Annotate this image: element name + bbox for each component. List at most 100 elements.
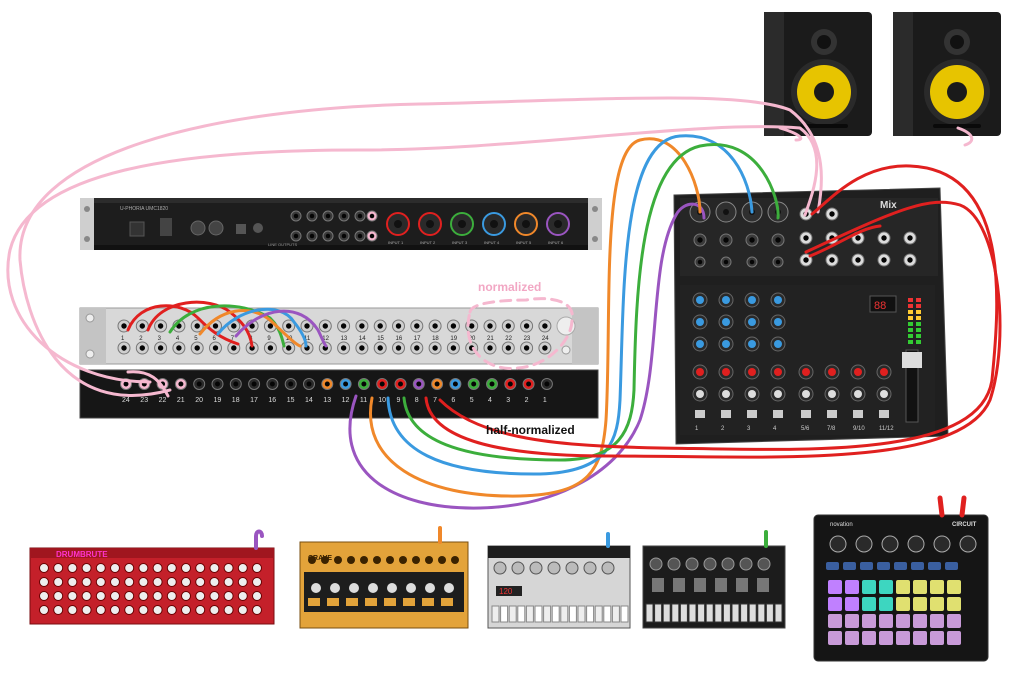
knob-cap: [696, 390, 704, 398]
knob-icon: [685, 557, 699, 571]
key: [603, 605, 612, 623]
key: [586, 605, 595, 623]
knob-cap: [774, 296, 782, 304]
knob-icon: [95, 563, 106, 573]
slider: [736, 578, 748, 592]
jack-hole: [249, 323, 255, 329]
jack-hole: [471, 381, 477, 387]
knob-cap: [880, 390, 888, 398]
jack-hole: [697, 237, 703, 243]
jack-hole: [293, 233, 299, 239]
knob-icon: [67, 577, 78, 587]
function-button: [911, 562, 924, 570]
jack-hole: [803, 257, 809, 263]
key: [679, 603, 688, 623]
knob-cap: [748, 318, 756, 326]
interface-input-label: INPUT 2: [420, 240, 436, 245]
patchbay-bottom-number: 10: [378, 397, 386, 404]
knob-icon: [349, 583, 359, 593]
jack-hole: [340, 323, 347, 329]
mixer-level-meter: [908, 298, 921, 344]
knob-cap: [854, 390, 862, 398]
key: [517, 605, 526, 623]
pad: [896, 631, 910, 645]
orange-cable: [198, 309, 302, 348]
slider: [673, 578, 685, 592]
knob-icon: [67, 563, 78, 573]
xlr-center: [522, 220, 530, 228]
patchbay-bottom-number: 23: [140, 397, 148, 404]
knob-icon: [855, 535, 873, 553]
patchbay-bottom-number: 19: [214, 397, 222, 404]
knob-icon: [81, 577, 92, 587]
jack-hole: [139, 345, 145, 351]
patchbay-bottom-number: 9: [397, 397, 401, 404]
jack-hole: [487, 323, 493, 329]
knob-icon: [81, 563, 92, 573]
patchbay-bottom-number: 18: [232, 397, 240, 404]
knob-icon: [438, 556, 446, 564]
knob-icon: [529, 561, 543, 575]
knob-cap: [748, 368, 756, 376]
pink-cable: [6, 125, 819, 384]
jack-hole: [286, 323, 292, 329]
green-cable: [402, 143, 780, 462]
knob-icon: [933, 535, 951, 553]
knob-icon: [195, 605, 206, 615]
patchbay-top-number: 11: [304, 336, 311, 342]
knob-cap: [722, 340, 730, 348]
pad: [828, 614, 842, 628]
volca-controls: [645, 557, 783, 623]
knob-icon: [425, 556, 433, 564]
jack-hole: [414, 345, 420, 351]
jack-hole: [505, 345, 511, 351]
key: [748, 603, 757, 623]
knob-cap: [696, 340, 704, 348]
pad: [879, 631, 893, 645]
key: [774, 603, 783, 623]
knob-cap: [696, 296, 704, 304]
knob-icon: [493, 561, 507, 575]
knob-icon: [330, 583, 340, 593]
key: [731, 603, 740, 623]
xlr-center: [490, 220, 498, 228]
knob-cap: [748, 390, 756, 398]
knob-icon: [451, 556, 459, 564]
patchbay-bottom-number: 20: [195, 397, 203, 404]
pad: [930, 631, 944, 645]
pad: [913, 631, 927, 645]
jack-hole: [286, 345, 292, 351]
jack-hole: [432, 323, 438, 329]
circuit-brand: novation: [830, 522, 853, 528]
knob-icon: [124, 577, 135, 587]
pad: [947, 614, 961, 628]
mixer-channel-label: 5/6: [801, 426, 810, 432]
led: [916, 316, 921, 320]
knob-icon: [601, 561, 615, 575]
jack-hole: [369, 233, 375, 239]
knob-icon: [181, 577, 191, 587]
pink-cable: [778, 126, 803, 142]
knob-icon: [138, 605, 149, 615]
step-button: [365, 598, 377, 606]
mixer-master-fader[interactable]: [902, 352, 922, 368]
pad: [913, 580, 927, 594]
jack-hole: [178, 381, 184, 387]
drumbrute-name: DRUMBRUTE: [56, 550, 108, 559]
knob-icon: [237, 605, 248, 615]
volca-bass-display: 120: [499, 587, 513, 596]
patchbay-top-number: 14: [359, 336, 366, 342]
pad: [879, 614, 893, 628]
knob-icon: [308, 556, 316, 564]
led: [908, 328, 913, 332]
knob-icon: [81, 605, 92, 615]
key: [654, 603, 663, 623]
knob-icon: [124, 605, 135, 615]
right-speaker: [893, 12, 1001, 136]
patchbay-bottom-number: 14: [305, 397, 313, 404]
knob-icon: [252, 563, 262, 573]
purple-cable: [234, 309, 328, 348]
